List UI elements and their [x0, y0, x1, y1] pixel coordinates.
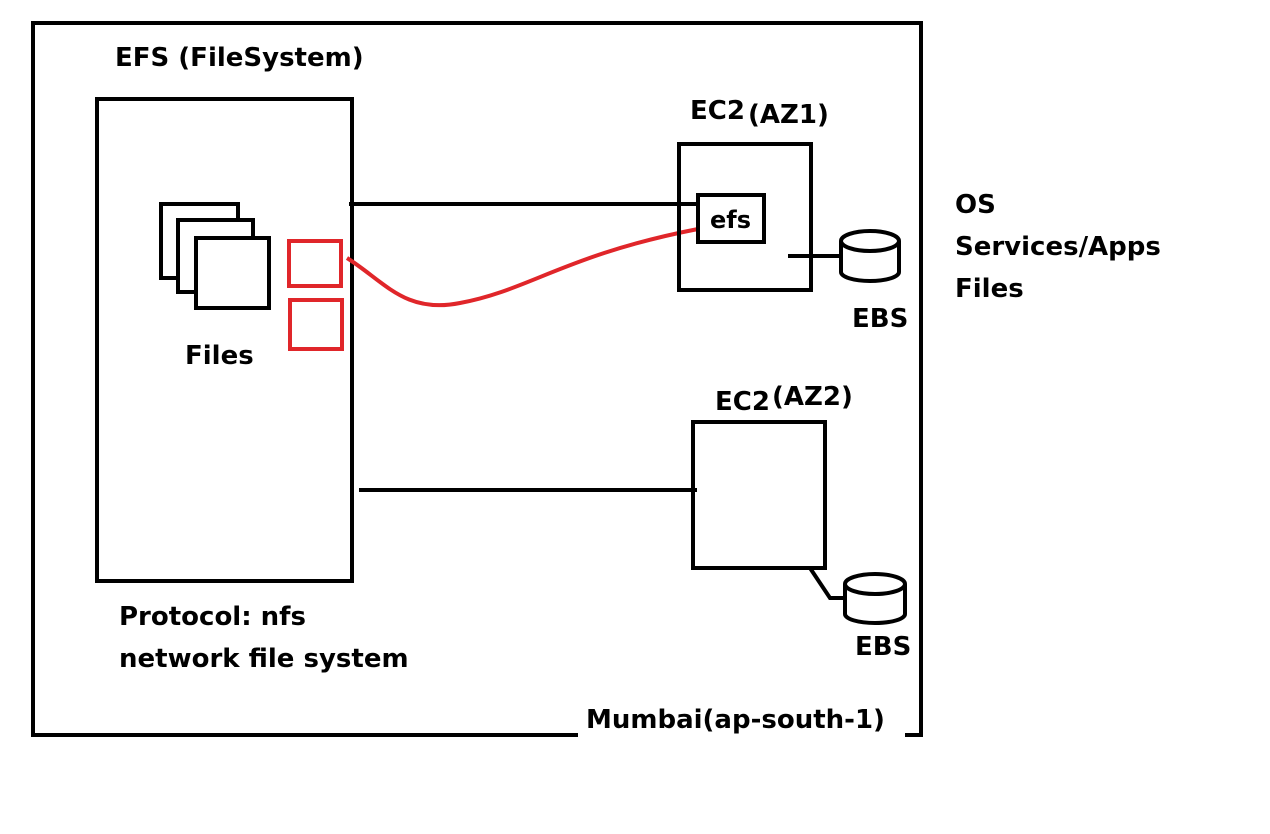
protocol-description: network file system: [119, 644, 409, 674]
efs-title: EFS (FileSystem): [115, 43, 364, 73]
ec2-az2-box: [691, 420, 827, 570]
files-label: Files: [185, 341, 254, 371]
ebs-contents-files: Files: [955, 274, 1024, 304]
ebs-contents-os: OS: [955, 190, 996, 220]
region-label: Mumbai(ap-south-1): [586, 705, 885, 735]
ec2-az2-title: EC2: [715, 387, 770, 417]
connector-ec2-az2-ebs: [808, 566, 846, 600]
efs-mount-box: [696, 193, 766, 244]
ebs-az2-cylinder-icon: [843, 572, 907, 625]
ec2-az1-title: EC2: [690, 96, 745, 126]
protocol-label: Protocol: nfs: [119, 602, 306, 632]
efs-box: [95, 97, 354, 583]
ebs-az1-cylinder-icon: [839, 229, 901, 283]
mount-target-1: [287, 239, 343, 288]
efs-mount-label: efs: [710, 206, 752, 234]
ebs-contents-services: Services/Apps: [955, 232, 1161, 262]
files-stack-icon: [159, 202, 271, 310]
region-boundary: [31, 21, 923, 737]
ec2-az1-box: [677, 142, 813, 292]
mount-target-2: [288, 298, 344, 351]
ebs-az1-label: EBS: [852, 304, 909, 334]
mount-connection-curve: [345, 227, 699, 308]
ec2-az2-zone: (AZ2): [772, 382, 853, 412]
ebs-az2-label: EBS: [855, 632, 912, 662]
ec2-az1-zone: (AZ1): [748, 100, 829, 130]
